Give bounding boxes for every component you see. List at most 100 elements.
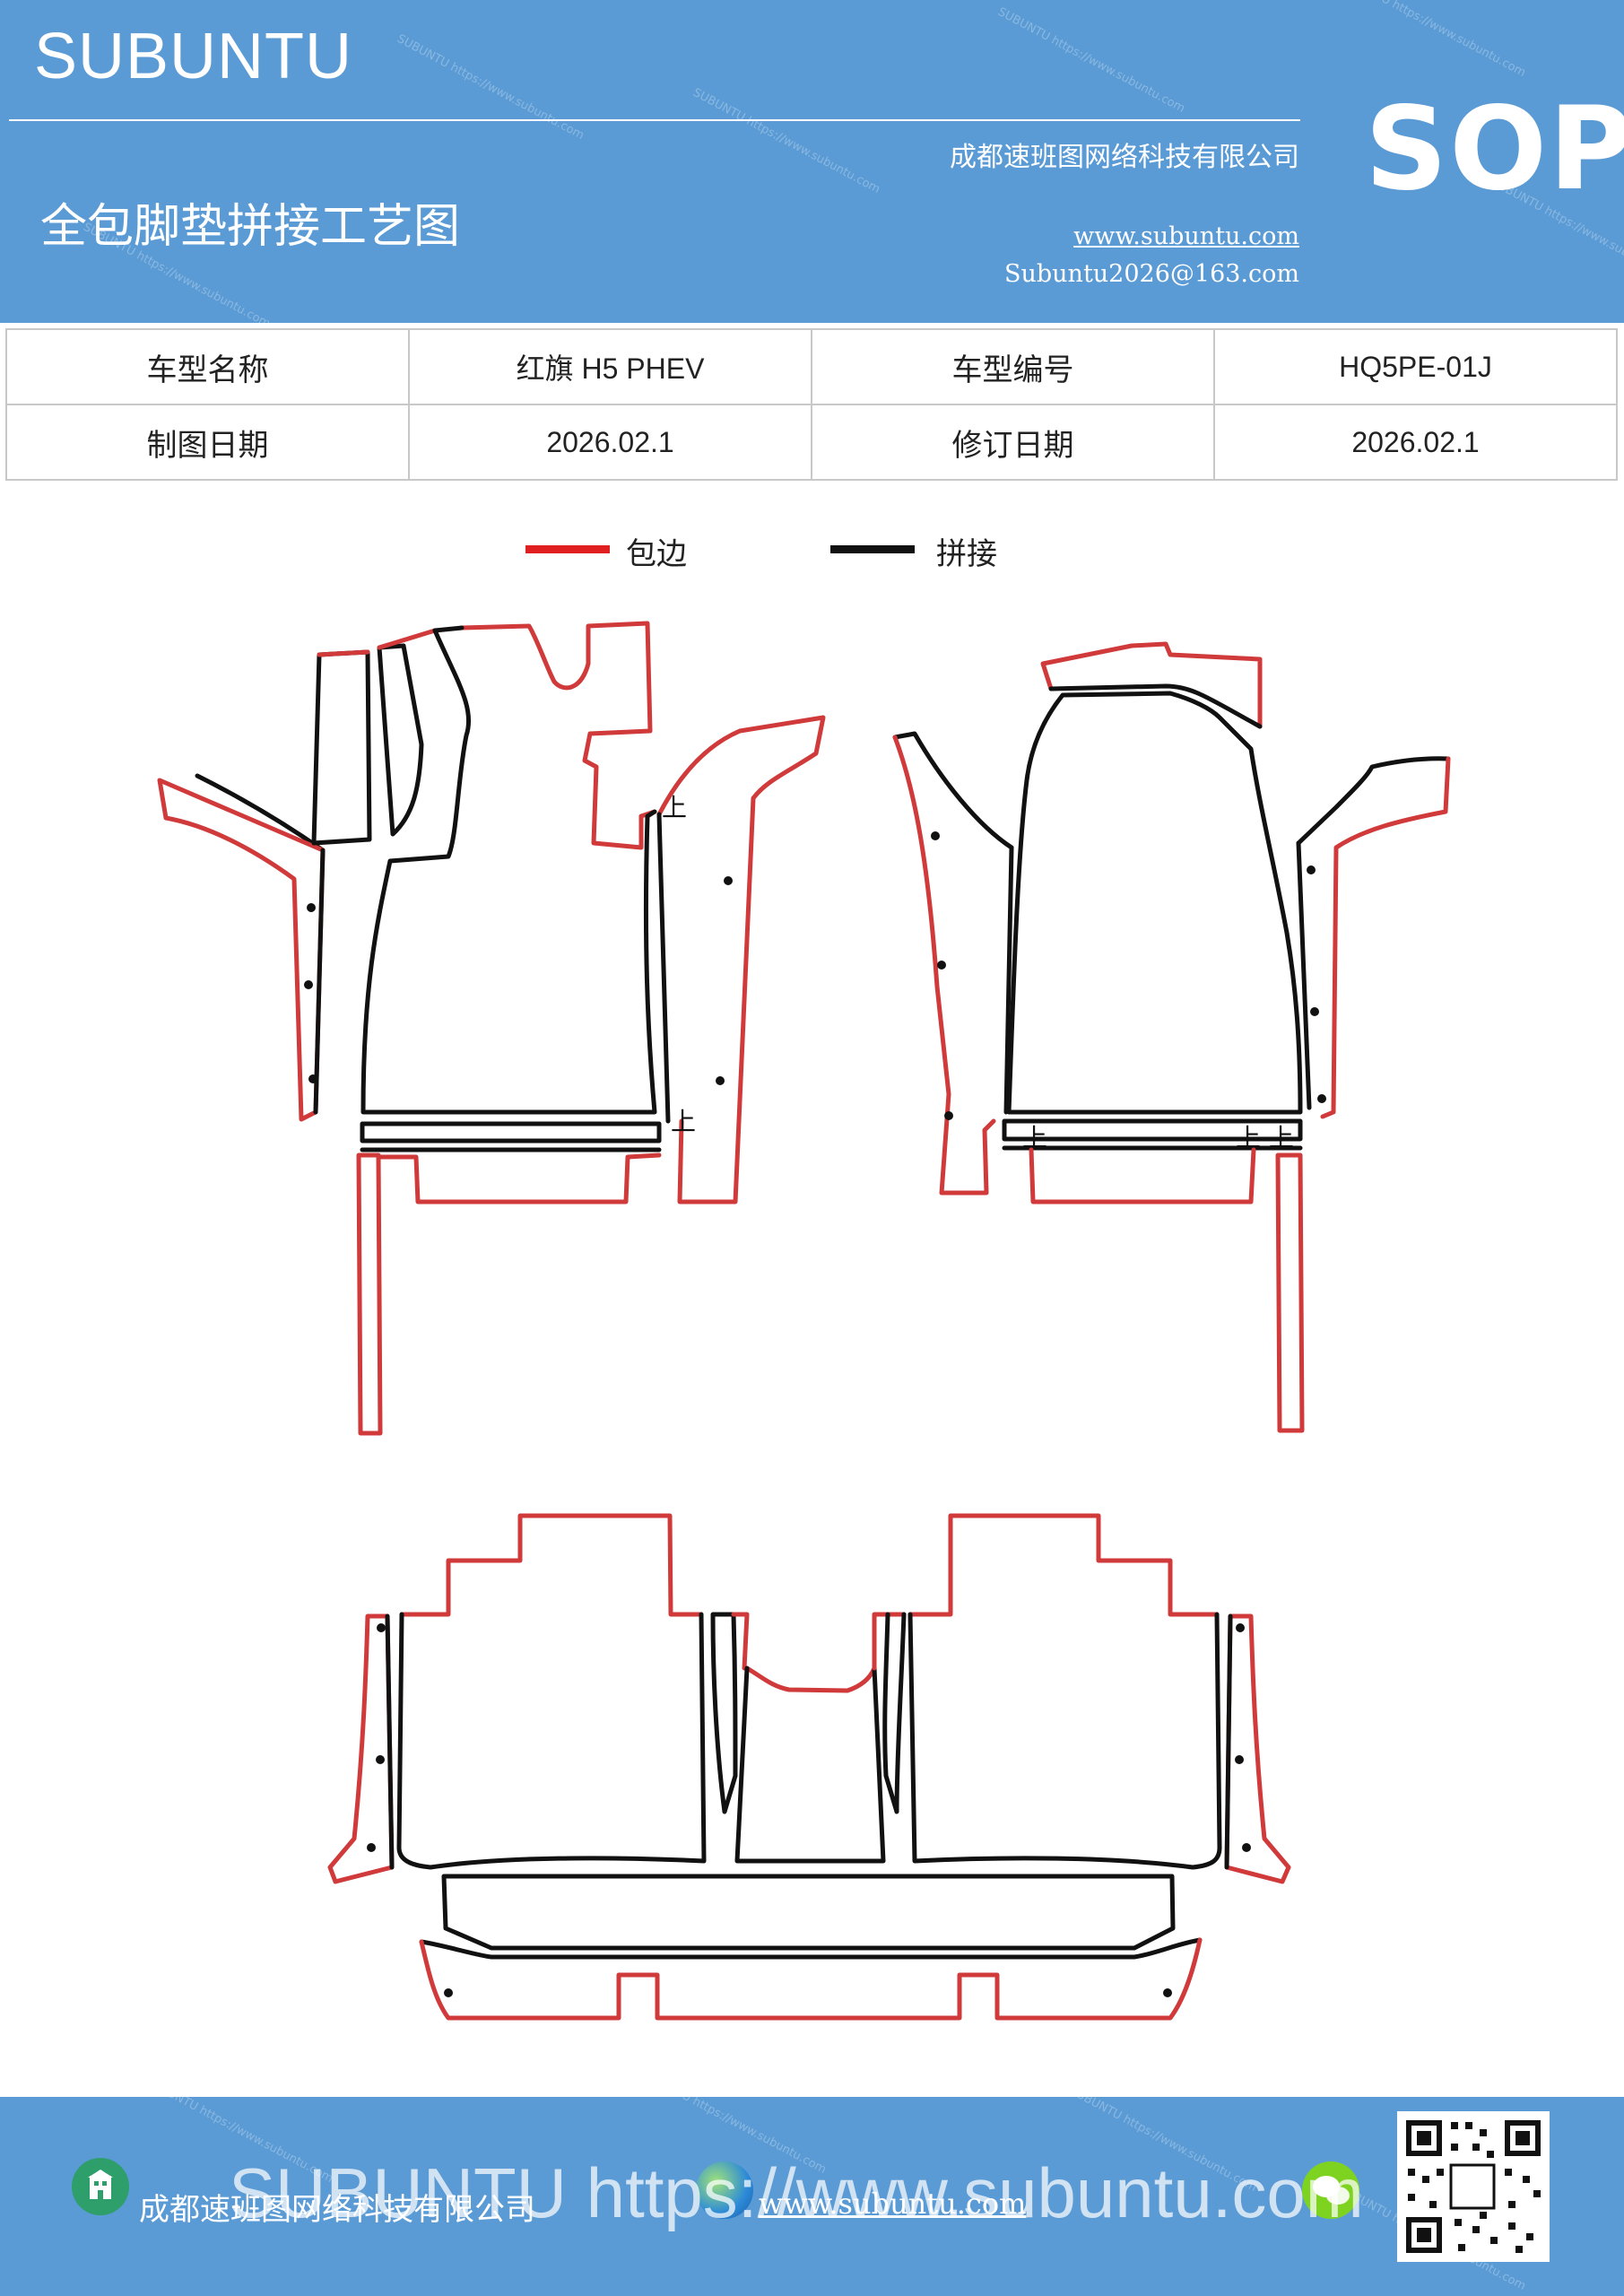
sop-label: SOP <box>1365 83 1624 216</box>
hole-dot <box>944 1111 953 1120</box>
legend-black-line <box>830 545 915 553</box>
mat-piece-strip-1-edge <box>317 649 370 657</box>
company-name: 成都速班图网络科技有限公司 <box>950 142 1299 173</box>
mat-piece-rear-middle-bar <box>441 1874 1176 1951</box>
vehicle-code-label: 车型编号 <box>811 328 1215 405</box>
hole-dot <box>307 903 316 912</box>
footer-watermark: SUBUNTU https://www.subuntu.com <box>229 2153 1364 2232</box>
footer-website-link[interactable]: www.subuntu.com <box>759 2187 1027 2221</box>
vehicle-name-value: 红旗 H5 PHEV <box>408 328 812 405</box>
mat-piece-passenger-top-edge <box>1129 641 1263 729</box>
hole-dot <box>724 876 733 885</box>
legend-red-line <box>525 545 610 553</box>
hole-dot <box>304 980 313 989</box>
vehicle-code-value: HQ5PE-01J <box>1213 328 1618 405</box>
header-band: SUBUNTU https://www.subuntu.com SUBUNTU … <box>0 0 1624 323</box>
footer-band: SUBUNTU https://www.subuntu.com SUBUNTU … <box>0 2097 1624 2296</box>
mat-piece-passenger-bar <box>1002 1118 1303 1142</box>
mat-piece-rear-bottom-strip-seam <box>419 1937 1203 1960</box>
hole-dot <box>1235 1755 1244 1764</box>
orientation-marker: 上 <box>1269 1123 1294 1152</box>
orientation-marker: 上 <box>662 793 687 822</box>
brand-logo-text: SUBUNTU <box>34 21 353 92</box>
mat-piece-passenger-top-seam <box>1048 683 1263 729</box>
mat-piece-rear-center <box>744 1665 877 1693</box>
mat-piece-driver-right-trim <box>656 715 826 817</box>
vehicle-info-table: 车型名称 红旗 H5 PHEV 车型编号 HQ5PE-01J 制图日期 2026… <box>5 328 1618 481</box>
wechat-icon <box>1302 2161 1359 2219</box>
mat-piece-rear-center-seam <box>734 1665 886 1864</box>
orientation-marker: 上 <box>1022 1123 1047 1152</box>
mat-piece-passenger-left-trim <box>892 731 1014 850</box>
hole-dot <box>377 1623 386 1632</box>
hole-dot <box>937 961 946 970</box>
mat-piece-driver-main <box>459 621 657 850</box>
vehicle-name-label: 车型名称 <box>5 328 410 405</box>
hole-dot <box>716 1076 725 1085</box>
hole-dot <box>367 1843 376 1852</box>
hole-dot <box>931 831 940 840</box>
mat-piece-passenger-heel-pad <box>1275 1152 1305 1433</box>
hole-dot <box>444 1988 453 1997</box>
mat-piece-driver-side-trim <box>195 773 326 853</box>
hole-dot <box>1317 1094 1326 1103</box>
mat-piece-driver-right-trim-body <box>677 796 756 1205</box>
footer-company-name: 成都速班图网络科技有限公司 <box>139 2192 535 2228</box>
mat-piece-rear-right-main <box>908 1513 1220 1617</box>
mat-piece-rear-right-side-seam <box>1224 1613 1233 1870</box>
qr-code <box>1397 2111 1550 2262</box>
mat-piece-driver-side-trim <box>157 778 326 1122</box>
mat-piece-driver-bar <box>360 1121 662 1144</box>
revision-date-value: 2026.02.1 <box>1213 404 1618 481</box>
mat-piece-rear-left-side-seam <box>385 1613 395 1870</box>
mat-piece-driver-right-trim-seam <box>656 812 671 1124</box>
orientation-marker: 上 <box>1236 1123 1261 1152</box>
mat-piece-passenger-main <box>1006 691 1303 1115</box>
mat-piece-rear-left-main <box>399 1513 704 1617</box>
mat-piece-strip-2 <box>377 643 424 837</box>
mat-piece-rear-center-left-strip <box>710 1612 738 1814</box>
mat-piece-rear-bottom-strip <box>419 1937 1203 2021</box>
qr-code-icon <box>1406 2120 1541 2253</box>
mat-piece-driver-main-seam <box>360 628 657 1115</box>
globe-icon <box>696 2161 753 2219</box>
hole-dot <box>1310 1007 1319 1016</box>
hole-dot <box>308 1074 317 1083</box>
mat-piece-rear-right-side <box>1224 1613 1291 1884</box>
building-icon <box>72 2158 129 2215</box>
email-address[interactable]: Subuntu2026@163.com <box>1004 260 1299 288</box>
mat-piece-rear-center-right-edge <box>872 1612 907 1671</box>
table-row: 车型名称 红旗 H5 PHEV 车型编号 HQ5PE-01J <box>5 328 1618 405</box>
mat-piece-passenger-left-trim-edge <box>892 735 996 1196</box>
header-divider <box>9 119 1300 121</box>
table-row: 制图日期 2026.02.1 修订日期 2026.02.1 <box>5 404 1618 481</box>
mat-piece-driver-main-seam <box>432 625 465 633</box>
hole-dot <box>1307 865 1316 874</box>
hole-dot <box>1163 1988 1172 1997</box>
mat-piece-driver-heel-pad <box>356 1152 383 1436</box>
mat-piece-rear-left-side <box>327 1613 395 1884</box>
mat-piece-passenger-right-trim <box>1296 756 1451 846</box>
mat-piece-rear-right-main-seam <box>908 1612 1222 1870</box>
revision-date-label: 修订日期 <box>811 404 1215 481</box>
mat-piece-strip-2-edge <box>377 628 438 650</box>
website-link[interactable]: www.subuntu.com <box>1073 222 1299 250</box>
drawing-date-value: 2026.02.1 <box>408 404 812 481</box>
mat-piece-driver-side-seam <box>313 848 326 1115</box>
hole-dot <box>1242 1843 1251 1852</box>
legend-label: 拼接 <box>936 536 997 572</box>
mat-piece-strip-1 <box>311 649 372 846</box>
mat-piece-passenger-top-edge <box>1040 643 1134 691</box>
hole-dot <box>376 1755 385 1764</box>
hole-dot <box>1236 1623 1245 1632</box>
document-title: 全包脚垫拼接工艺图 <box>40 200 461 254</box>
mat-piece-passenger-bottom-edge <box>1029 1147 1256 1205</box>
mat-piece-rear-left-main-seam <box>396 1612 707 1870</box>
mat-piece-rear-center-right-strip <box>882 1612 907 1814</box>
mat-piece-passenger-right-trim-edge <box>1320 756 1451 1119</box>
orientation-marker: 上 <box>671 1107 696 1136</box>
mat-piece-passenger-left-trim-seam <box>1003 845 1014 1115</box>
mounting-holes <box>304 831 1326 1997</box>
legend-label: 包边 <box>626 536 687 572</box>
